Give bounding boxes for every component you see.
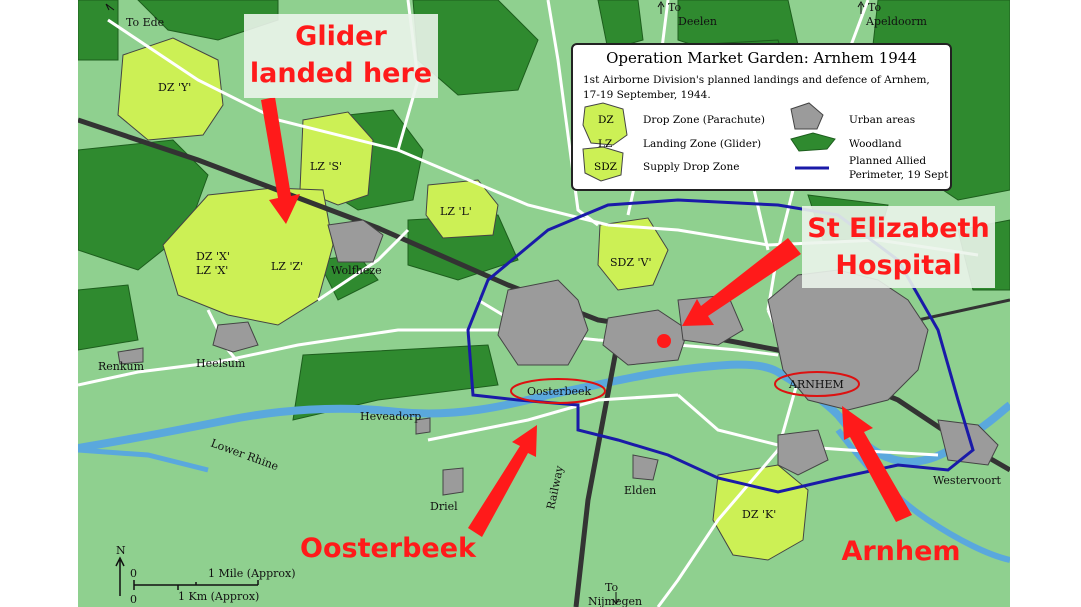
glider-callout-line-1: Glider (295, 21, 387, 52)
legend-lz-label: Landing Zone (Glider) (643, 138, 762, 150)
arnhem-arrow (842, 406, 912, 522)
scale-bar (115, 556, 259, 596)
zone-label-dz-k: DZ 'K' (742, 508, 776, 521)
legend-box: Operation Market Garden: Arnhem 1944 1st… (571, 43, 952, 191)
legend-dz-label: Drop Zone (Parachute) (643, 114, 765, 126)
hospital-arrow (682, 238, 801, 326)
legend-woodland-label: Woodland (849, 138, 902, 150)
legend-subtitle-line-2: 17-19 September, 1944. (583, 89, 711, 101)
dz-y-area (117, 37, 224, 141)
glider-callout-line-2: landed here (249, 58, 433, 89)
place-heelsum: Heelsum (196, 357, 246, 370)
urban-areas (117, 219, 999, 496)
legend-urban-label: Urban areas (849, 114, 916, 126)
legend-sdz-swatch (582, 146, 624, 182)
dz-x-area (162, 187, 334, 326)
oosterbeek-ellipse (510, 378, 606, 404)
direction-arrows (105, 1, 865, 605)
legend-zone-swatch (582, 102, 628, 146)
lz-l-area (425, 179, 499, 239)
place-oosterbeek: Oosterbeek (527, 385, 592, 398)
hospital-callout: St Elizabeth Hospital (802, 206, 995, 288)
place-elden: Elden (624, 484, 656, 497)
place-to-nijmegen-2: Nijmegen (588, 595, 642, 607)
oosterbeek-callout: Oosterbeek (300, 533, 477, 564)
hospital-marker (657, 334, 671, 348)
zone-label-lz-x: LZ 'X' (196, 264, 228, 277)
glider-arrow (261, 97, 300, 224)
scale-km-label: 1 Km (Approx) (178, 590, 259, 603)
arnhem-ellipse (774, 371, 860, 397)
legend-urban-swatch (790, 102, 824, 130)
zone-label-lz-s: LZ 'S' (310, 160, 342, 173)
place-heveadorp: Heveadorp (360, 410, 421, 423)
scale-mile-label: 1 Mile (Approx) (208, 567, 296, 580)
hospital-callout-line-2: Hospital (835, 250, 962, 281)
sdz-v-area (597, 217, 669, 291)
zone-label-dz-x: DZ 'X' (196, 250, 230, 263)
zone-label-dz-y: DZ 'Y' (158, 81, 191, 94)
place-to-apeldoorm-2: Apeldoorm (865, 15, 928, 28)
scale-zero-mile: 0 (130, 567, 137, 580)
place-driel: Driel (430, 500, 458, 513)
place-to-deelen-1: To (668, 1, 681, 14)
legend-sdz-label: Supply Drop Zone (643, 161, 740, 173)
place-wolfheze: Wolfheze (331, 264, 382, 277)
legend-swatches (582, 102, 836, 182)
scale-zero-km: 0 (130, 593, 137, 606)
place-to-apeldoorm-1: To (868, 1, 881, 14)
glider-callout: Glider landed here (244, 14, 438, 98)
legend-title: Operation Market Garden: Arnhem 1944 (606, 49, 917, 67)
place-to-nijmegen-1: To (605, 581, 618, 594)
oosterbeek-arrow (468, 425, 537, 537)
dz-k-area (712, 464, 809, 561)
north-label: N (116, 544, 126, 557)
legend-perimeter-label-2: Perimeter, 19 Sept (849, 169, 949, 181)
legend-perimeter-label-1: Planned Allied (849, 155, 927, 167)
zone-label-sdz-v: SDZ 'V' (610, 256, 652, 269)
place-renkum: Renkum (98, 360, 145, 373)
arnhem-callout: Arnhem (841, 536, 961, 567)
place-westervoort: Westervoort (933, 474, 1001, 487)
legend-sdz-abbr: SDZ (594, 161, 617, 173)
zone-label-lz-l: LZ 'L' (440, 205, 472, 218)
zone-label-lz-z: LZ 'Z' (271, 260, 303, 273)
hospital-callout-line-1: St Elizabeth (807, 213, 990, 244)
place-to-ede: To Ede (126, 16, 164, 29)
legend-subtitle-line-1: 1st Airborne Division's planned landings… (583, 74, 930, 86)
drop-zones (117, 37, 809, 561)
legend-lz-abbr: LZ (598, 138, 613, 150)
legend-subtitle: 1st Airborne Division's planned landings… (583, 73, 948, 103)
legend-woodland-swatch (790, 132, 836, 152)
planned-allied-perimeter (466, 198, 975, 494)
legend-dz-abbr: DZ (598, 114, 614, 126)
callout-arrows (261, 97, 912, 537)
place-to-deelen-2: Deelen (678, 15, 717, 28)
place-arnhem: ARNHEM (788, 378, 844, 391)
